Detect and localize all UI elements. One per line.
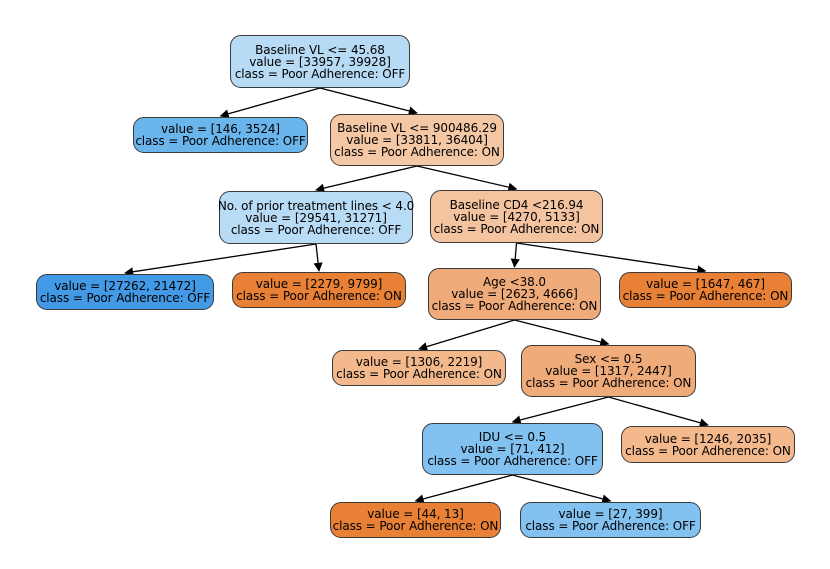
- edge-n7-n10: [514, 319, 610, 347]
- edge-n4-n7: [510, 242, 520, 268]
- node-class-text: class = Poor Adherence: OFF: [39, 291, 211, 305]
- node-value-text: value = [1306, 2219]: [355, 355, 483, 369]
- node-condition-text: Age <38.0: [483, 275, 546, 289]
- node-condition-text: Sex <= 0.5: [574, 352, 643, 366]
- node-condition-text: Baseline VL <= 900486.29: [337, 121, 497, 135]
- node-condition-text: Baseline VL <= 45.68: [255, 42, 385, 57]
- edge-root-n1: [219, 87, 321, 119]
- edge-n10-n11: [511, 396, 609, 425]
- node-class-text: class = Poor Adherence: ON: [525, 376, 692, 390]
- edge-n3-n6: [313, 243, 323, 272]
- node-value-text: value = [33957, 39928]: [249, 54, 391, 69]
- node-value-text: value = [71, 412]: [460, 442, 565, 456]
- tree-node-n8: value = [1647, 467]class = Poor Adherenc…: [619, 272, 792, 308]
- node-value-text: value = [33811, 36404]: [346, 133, 488, 147]
- node-class-text: class = Poor Adherence: OFF: [234, 66, 406, 81]
- node-class-text: class = Poor Adherence: ON: [431, 299, 598, 313]
- node-class-text: class = Poor Adherence: OFF: [427, 454, 598, 468]
- tree-node-n13: value = [44, 13]class = Poor Adherence: …: [330, 502, 501, 538]
- node-value-text: value = [2279, 9799]: [255, 277, 383, 291]
- node-value-text: value = [27, 399]: [558, 507, 663, 521]
- node-value-text: value = [4270, 5133]: [453, 209, 580, 224]
- node-class-text: class = Poor Adherence: ON: [332, 519, 499, 533]
- node-value-text: value = [146, 3524]: [161, 122, 280, 136]
- node-value-text: value = [2623, 4666]: [451, 287, 578, 301]
- node-value-text: value = [44, 13]: [367, 507, 464, 521]
- node-condition-text: IDU <= 0.5: [478, 430, 547, 444]
- node-condition-text: Baseline CD4 <216.94: [449, 197, 584, 212]
- node-value-text: value = [1317, 2447]: [545, 364, 672, 378]
- edge-root-n2: [319, 87, 418, 116]
- edge-n4-n8: [516, 242, 707, 275]
- node-class-text: class = Poor Adherence: ON: [625, 443, 791, 458]
- node-condition-text: No. of prior treatment lines < 4.0: [217, 198, 415, 213]
- edge-n3-n5: [124, 243, 317, 277]
- node-class-text: class = Poor Adherence: ON: [236, 289, 402, 303]
- node-class-text: class = Poor Adherence: ON: [336, 367, 502, 381]
- edge-n2-n4: [416, 165, 518, 192]
- edge-n10-n12: [608, 396, 709, 428]
- edge-n11-n14: [512, 474, 612, 504]
- tree-node-n9: value = [1306, 2219]class = Poor Adheren…: [332, 350, 506, 386]
- edge-n11-n13: [414, 474, 513, 504]
- tree-node-n14: value = [27, 399]class = Poor Adherence:…: [520, 502, 701, 538]
- node-class-text: class = Poor Adherence: OFF: [525, 519, 696, 533]
- node-class-text: class = Poor Adherence: OFF: [230, 222, 402, 237]
- tree-node-n5: value = [27262, 21472]class = Poor Adher…: [36, 274, 214, 310]
- node-value-text: value = [1246, 2035]: [644, 431, 772, 446]
- node-class-text: class = Poor Adherence: ON: [622, 289, 789, 303]
- edge-n2-n3: [315, 165, 418, 193]
- node-class-text: class = Poor Adherence: ON: [334, 145, 500, 159]
- node-class-text: class = Poor Adherence: ON: [433, 221, 600, 236]
- node-class-text: class = Poor Adherence: OFF: [135, 134, 306, 148]
- edge-n7-n9: [418, 319, 515, 351]
- tree-node-n6: value = [2279, 9799]class = Poor Adheren…: [232, 272, 406, 308]
- tree-node-n1: value = [146, 3524]class = Poor Adherenc…: [133, 117, 308, 153]
- node-value-text: value = [1647, 467]: [646, 277, 765, 291]
- tree-node-n12: value = [1246, 2035]class = Poor Adheren…: [621, 426, 795, 463]
- node-value-text: value = [27262, 21472]: [54, 279, 196, 293]
- node-value-text: value = [29541, 31271]: [245, 210, 387, 225]
